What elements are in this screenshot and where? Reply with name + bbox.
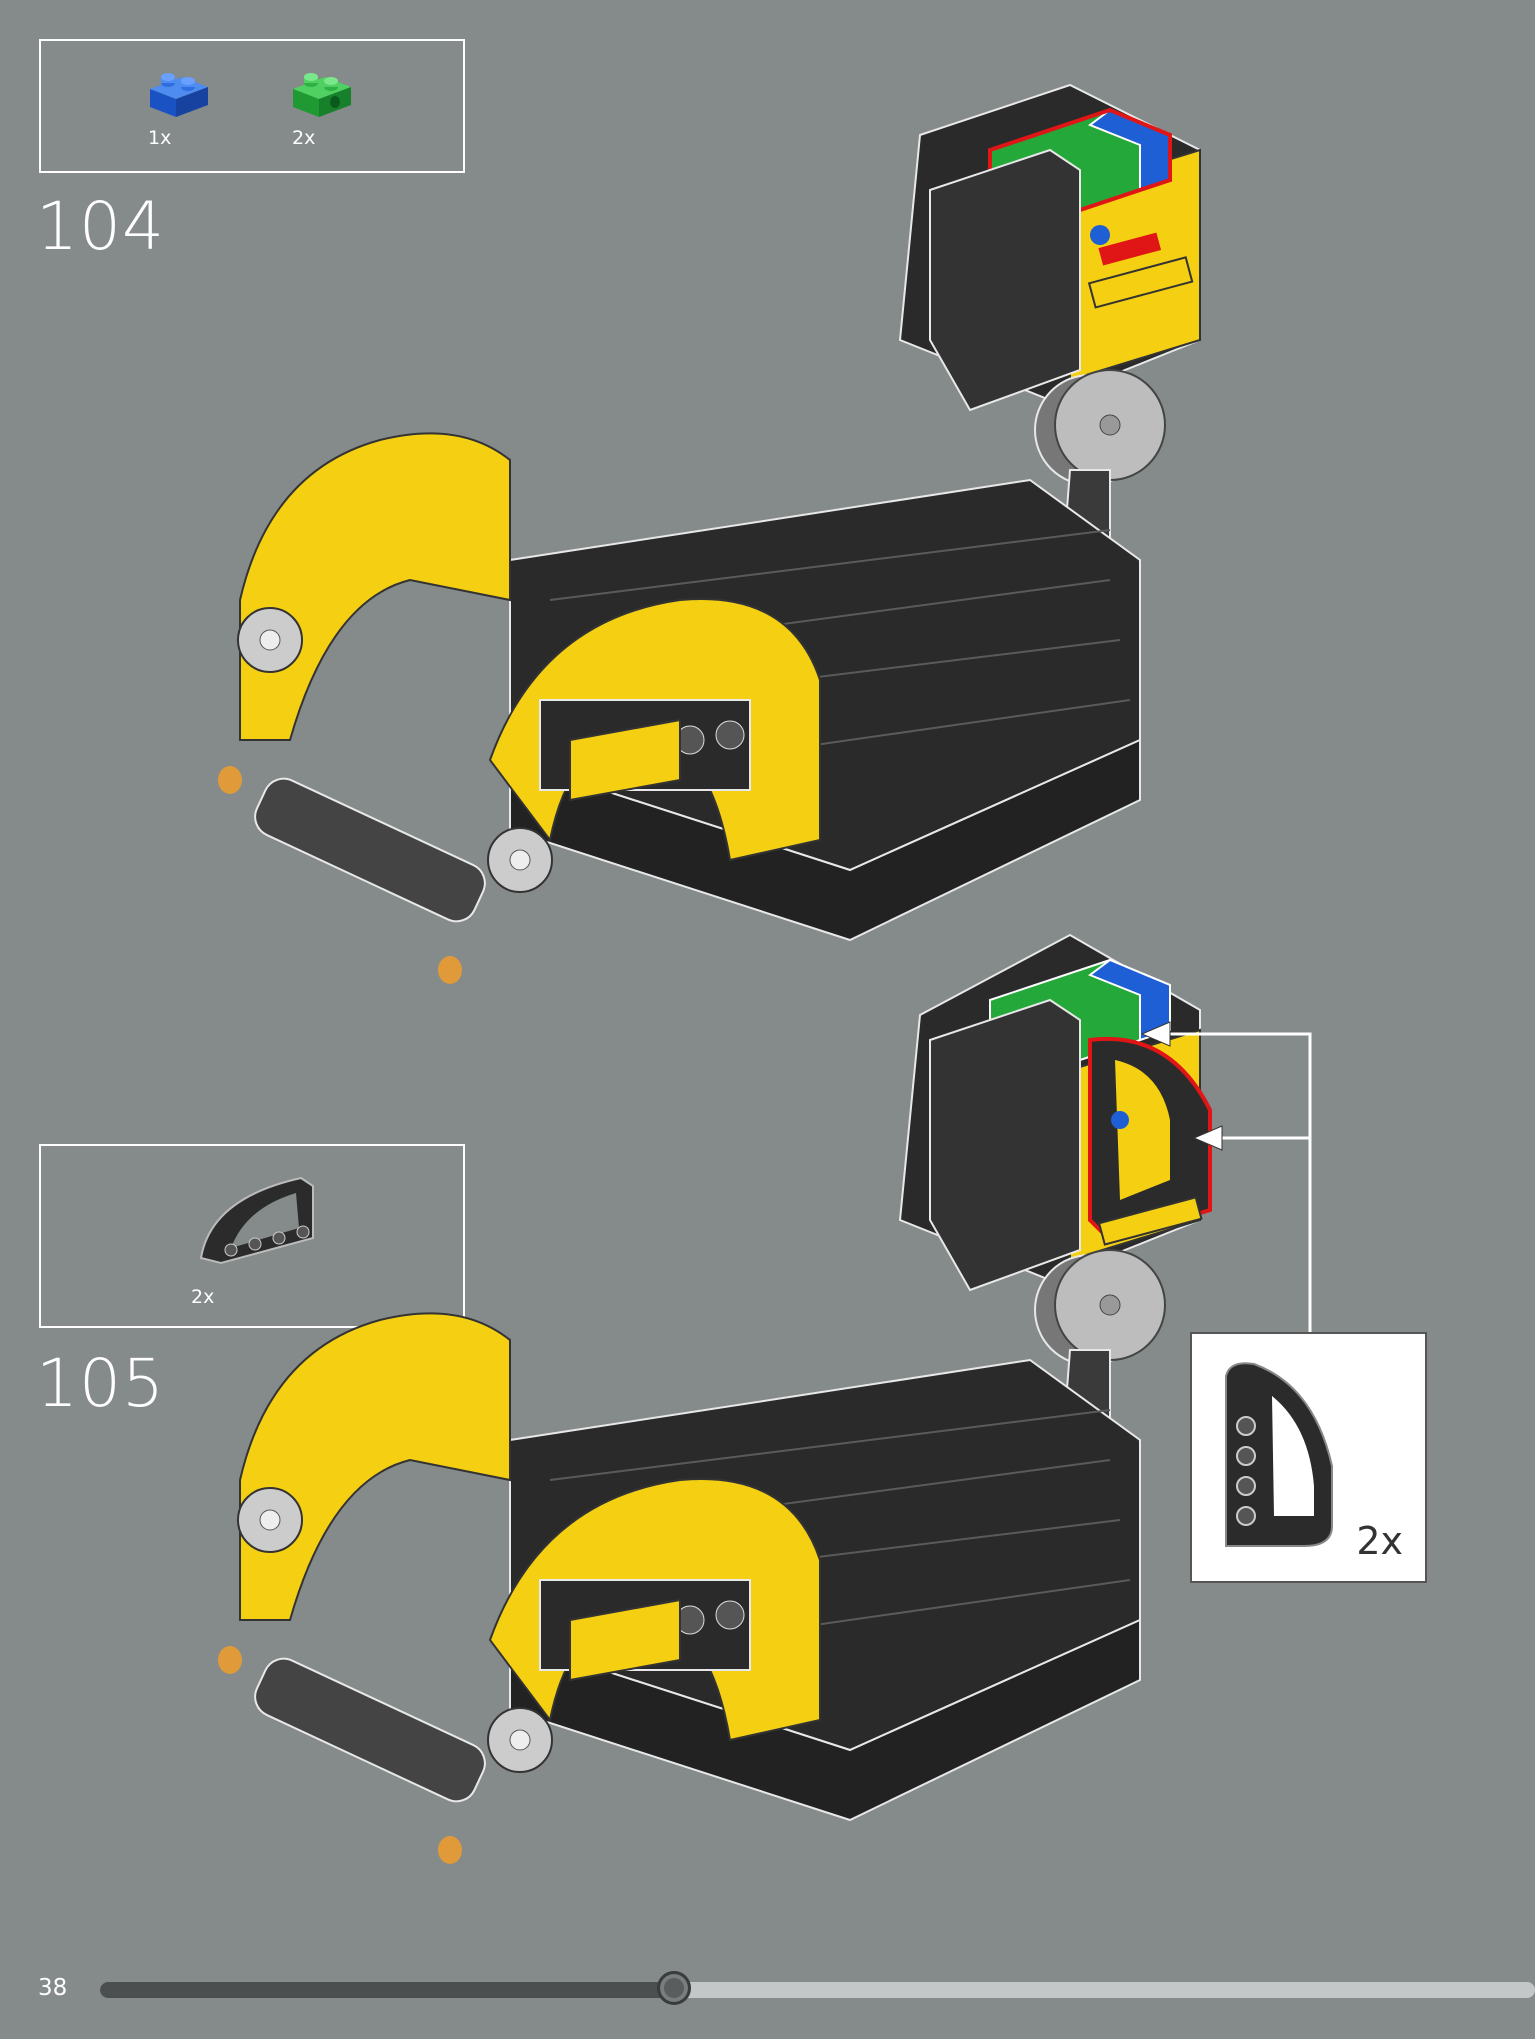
front-roller (218, 1312, 821, 1864)
blue-brick-1x2-icon (150, 73, 208, 117)
front-roller (218, 432, 821, 984)
page-number: 38 (38, 1975, 68, 2001)
curved-technic-panel-icon (199, 1176, 314, 1265)
model-illustration-step-104 (218, 83, 1201, 984)
head-assembly (898, 83, 1201, 412)
part-qty: 2x (191, 1286, 215, 1308)
progress-knob[interactable] (657, 1971, 691, 2005)
callout-qty: 2x (1356, 1519, 1403, 1563)
progress-fill (100, 1982, 674, 1998)
part-qty: 1x (148, 127, 172, 149)
callout-box: 2x (1190, 1332, 1427, 1583)
green-technic-brick-1x2-icon (293, 73, 351, 117)
part-qty: 2x (292, 127, 316, 149)
step-number: 104 (36, 188, 165, 265)
parts-box-step-105: 2x (39, 1144, 465, 1328)
curved-technic-panel-icon (1225, 1362, 1333, 1547)
step-number: 105 (36, 1345, 165, 1422)
head-assembly (898, 933, 1212, 1292)
progress-bar[interactable] (100, 1971, 1535, 2005)
callout-arrows (1140, 1021, 1312, 1332)
model-illustration-step-105 (218, 933, 1212, 1864)
parts-box-step-104: 1x 2x (39, 39, 465, 173)
